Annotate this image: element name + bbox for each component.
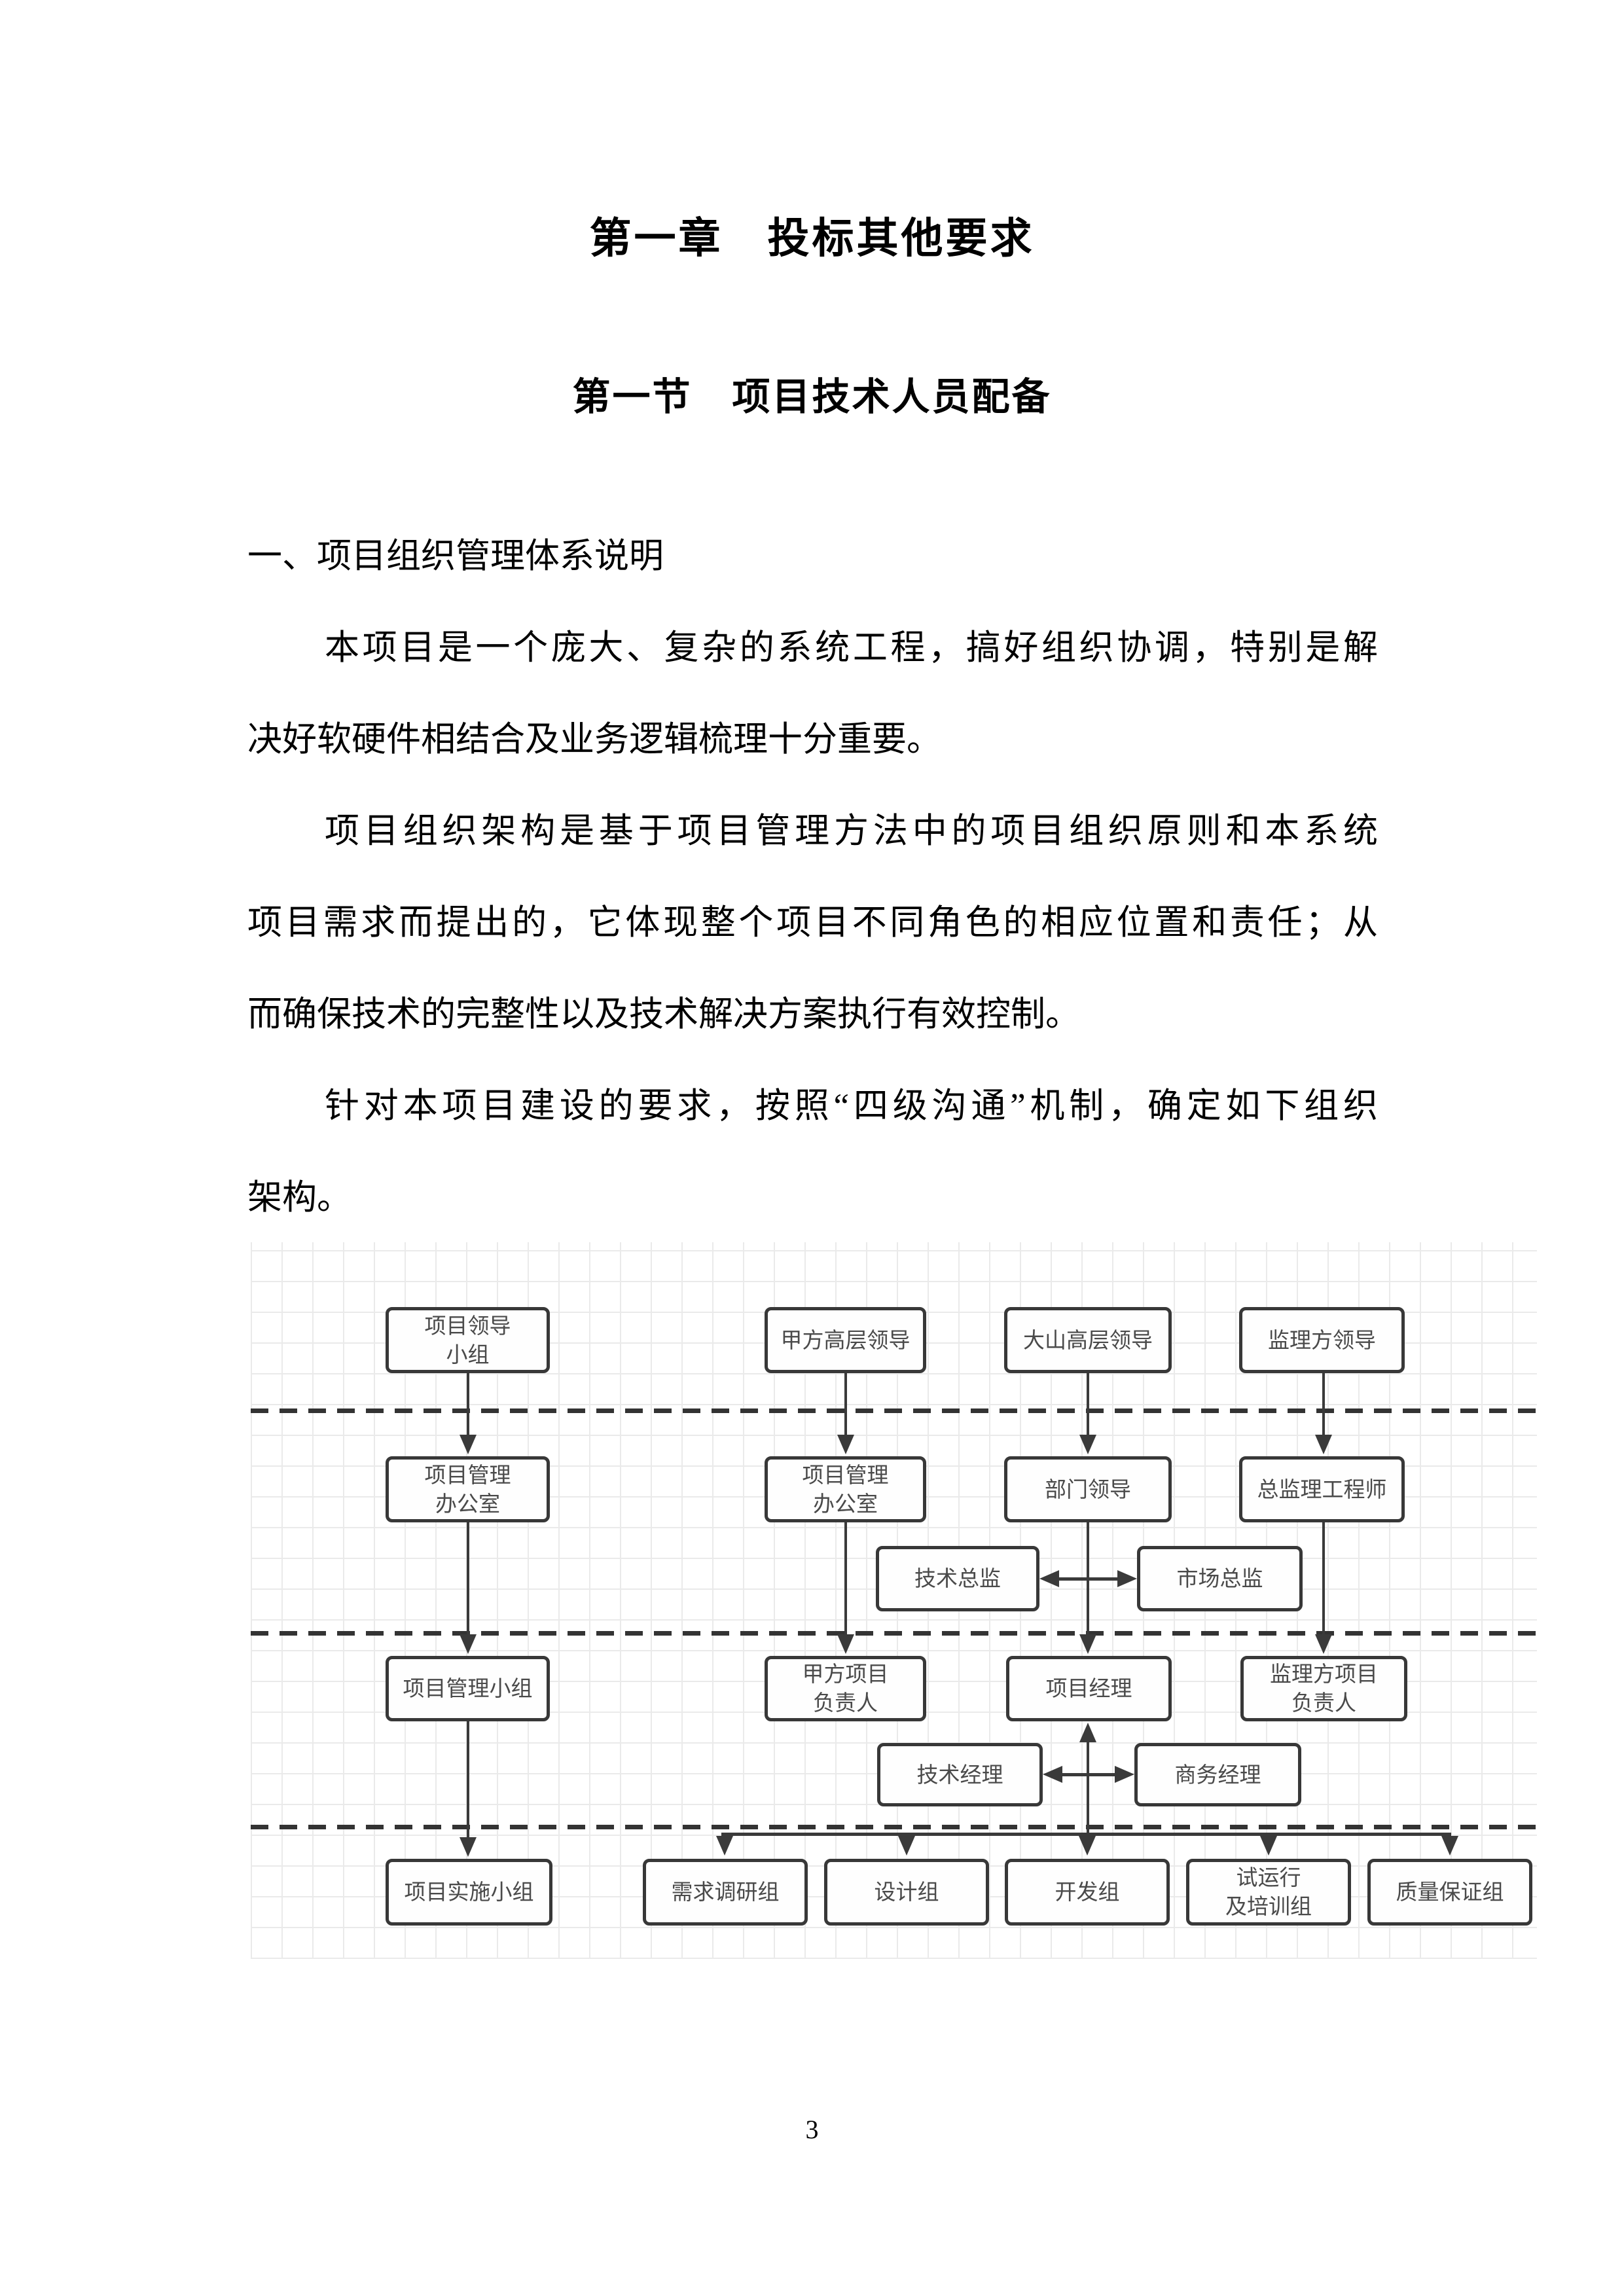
- connector-line: [844, 1522, 847, 1634]
- arrowhead-up-icon: [1079, 1723, 1096, 1742]
- org-box-pmo-2: 项目管理 办公室: [765, 1456, 926, 1522]
- arrowhead-down-icon: [460, 1634, 477, 1654]
- connector-line: [1087, 1373, 1089, 1435]
- org-box-technical-manager: 技术经理: [877, 1743, 1043, 1806]
- connector-line: [1322, 1522, 1325, 1634]
- arrowhead-down-icon: [1079, 1836, 1096, 1856]
- org-box-commercial-manager: 商务经理: [1134, 1743, 1301, 1806]
- arrowhead-right-icon: [1115, 1766, 1134, 1783]
- arrowhead-down-icon: [837, 1634, 854, 1654]
- arrowhead-right-icon: [1117, 1570, 1137, 1587]
- org-box-client-top-leaders: 甲方高层领导: [765, 1307, 926, 1373]
- arrowhead-down-icon: [460, 1435, 477, 1454]
- arrowhead-down-icon: [837, 1435, 854, 1454]
- org-box-technical-director: 技术总监: [876, 1546, 1039, 1611]
- org-box-project-management-team: 项目管理小组: [386, 1656, 550, 1721]
- arrowhead-down-icon: [1260, 1836, 1277, 1856]
- body-line: 而确保技术的完整性以及技术解决方案执行有效控制。: [247, 996, 1080, 1033]
- list-heading: 一、项目组织管理体系说明: [247, 537, 664, 575]
- org-box-design-team: 设计组: [824, 1859, 989, 1926]
- connector-line: [1322, 1373, 1325, 1435]
- org-box-department-leaders: 部门领导: [1004, 1456, 1172, 1522]
- org-box-project-manager: 项目经理: [1006, 1656, 1172, 1721]
- arrowhead-down-icon: [898, 1836, 915, 1856]
- level-separator-dashed-line: [251, 1631, 1537, 1636]
- body-line: 架构。: [247, 1179, 352, 1217]
- org-box-trial-training-team: 试运行 及培训组: [1186, 1859, 1351, 1926]
- connector-line: [467, 1373, 469, 1435]
- org-box-client-project-owner: 甲方项目 负责人: [765, 1656, 926, 1721]
- body-line: 决好软硬件相结合及业务逻辑梳理十分重要。: [247, 721, 941, 759]
- level-separator-dashed-line: [251, 1825, 1537, 1829]
- org-box-chief-supervising-engineer: 总监理工程师: [1239, 1456, 1405, 1522]
- connector-line: [467, 1522, 469, 1634]
- connector-line: [1087, 1741, 1089, 1836]
- body-line: 针对本项目建设的要求，按照“四级沟通”机制，确定如下组织: [325, 1087, 1378, 1125]
- body-line: 项目组织架构是基于项目管理方法中的项目组织原则和本系统: [325, 812, 1378, 850]
- level-separator-dashed-line: [251, 1408, 1537, 1413]
- distribution-line: [721, 1833, 1451, 1836]
- arrowhead-down-icon: [716, 1836, 733, 1856]
- arrowhead-left-icon: [1043, 1766, 1062, 1783]
- body-line: 本项目是一个庞大、复杂的系统工程，搞好组织协调，特别是解: [325, 629, 1378, 667]
- chapter-title: 第一章 投标其他要求: [589, 215, 1035, 262]
- arrowhead-left-icon: [1039, 1570, 1059, 1587]
- arrowhead-down-icon: [1315, 1634, 1332, 1654]
- org-box-implementation-team: 项目实施小组: [386, 1859, 552, 1926]
- body-line: 项目需求而提出的，它体现整个项目不同角色的相应位置和责任；从: [247, 904, 1378, 942]
- org-box-supervisor-project-owner: 监理方项目 负责人: [1240, 1656, 1407, 1721]
- page-number: 3: [805, 2115, 819, 2144]
- org-box-supervisor-leaders: 监理方领导: [1239, 1307, 1405, 1373]
- connector-line: [1054, 1577, 1123, 1581]
- org-box-project-leading-group: 项目领导 小组: [386, 1307, 550, 1373]
- arrowhead-down-icon: [460, 1837, 477, 1857]
- arrowhead-down-icon: [1441, 1836, 1458, 1856]
- org-box-pmo-1: 项目管理 办公室: [386, 1456, 550, 1522]
- connector-line: [467, 1721, 469, 1837]
- org-box-quality-assurance-team: 质量保证组: [1367, 1859, 1532, 1926]
- arrowhead-down-icon: [1079, 1634, 1096, 1654]
- section-title: 第一节 项目技术人员配备: [572, 376, 1052, 418]
- arrowhead-down-icon: [1079, 1435, 1096, 1454]
- org-box-development-team: 开发组: [1005, 1859, 1170, 1926]
- org-box-marketing-director: 市场总监: [1137, 1546, 1303, 1611]
- org-box-dashan-top-leaders: 大山高层领导: [1004, 1307, 1172, 1373]
- connector-line: [844, 1373, 847, 1435]
- arrowhead-down-icon: [1315, 1435, 1332, 1454]
- org-box-requirements-team: 需求调研组: [643, 1859, 808, 1926]
